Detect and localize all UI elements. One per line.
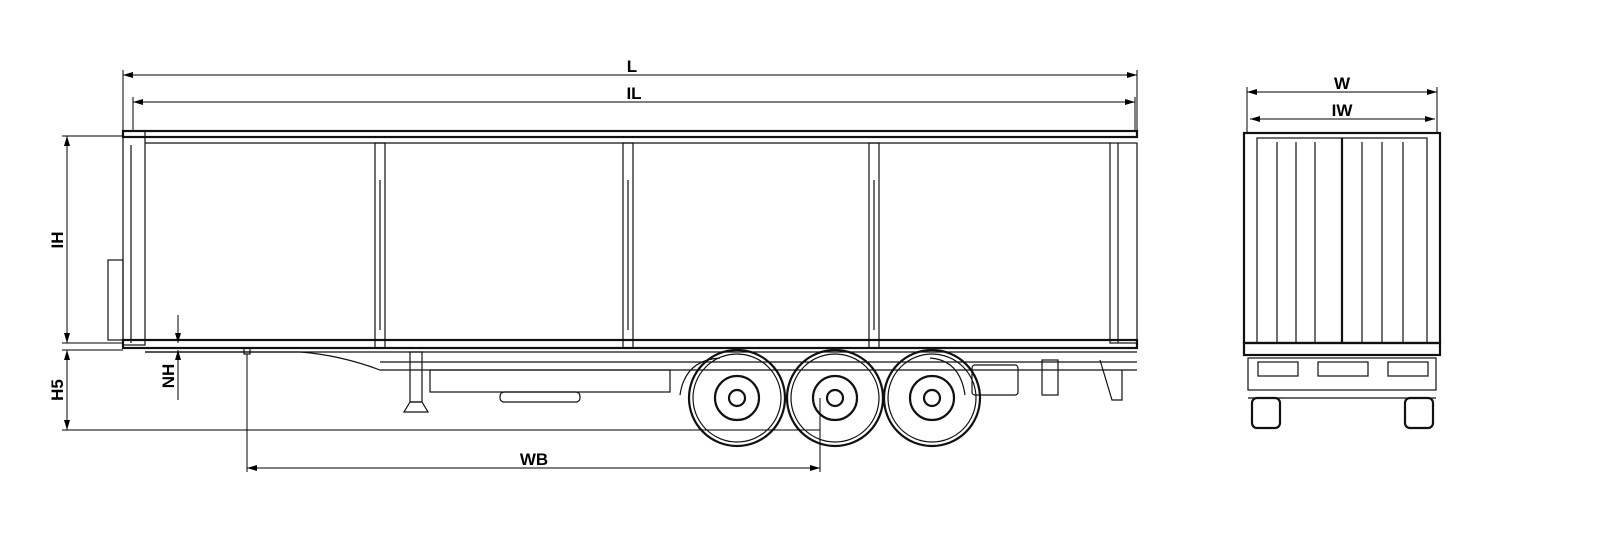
wheelbase-label: WB	[520, 450, 548, 469]
side-view: L IL	[48, 57, 1139, 472]
rear-view: W IW	[1242, 74, 1442, 430]
fifth-wheel-height-label: H5	[48, 379, 67, 401]
width-label: W	[1334, 74, 1351, 93]
inner-length-label: IL	[626, 84, 641, 103]
length-label: L	[627, 57, 637, 76]
stanchions	[374, 142, 880, 349]
inner-width-label: IW	[1332, 101, 1354, 120]
floor-height-label: NH	[159, 364, 178, 389]
landing-gear	[402, 351, 671, 413]
inner-height-label: IH	[48, 232, 67, 249]
wheels	[687, 348, 982, 448]
